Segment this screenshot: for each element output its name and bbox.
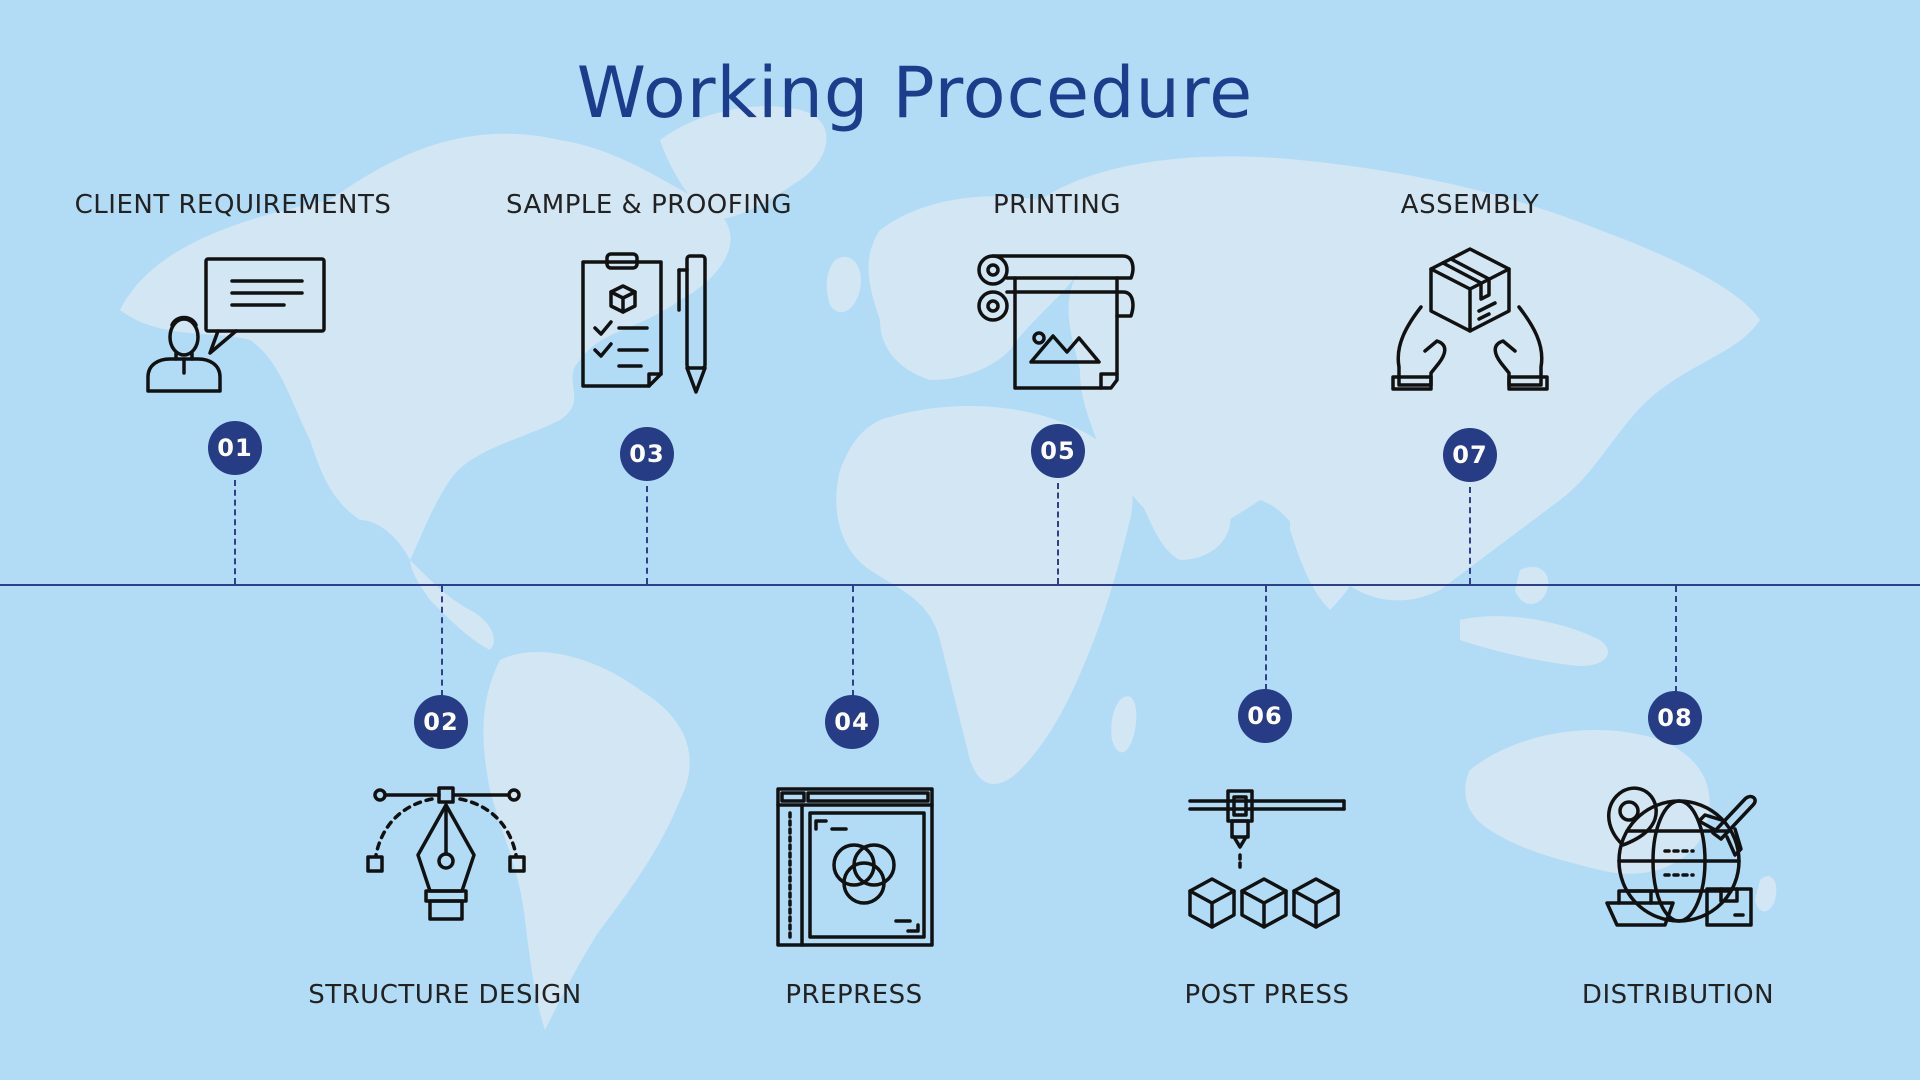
- step-number-badge: 06: [1238, 689, 1292, 743]
- step-connector: [1469, 487, 1471, 584]
- step-number-badge: 08: [1648, 691, 1702, 745]
- step-label: STRUCTURE DESIGN: [308, 980, 582, 1010]
- dispenser-boxes-icon: [1184, 785, 1354, 935]
- step-number-badge: 04: [825, 695, 879, 749]
- globe-logistics-icon: [1595, 785, 1765, 935]
- step-number-badge: 07: [1443, 428, 1497, 482]
- step-label: PREPRESS: [785, 980, 923, 1010]
- client-chat-icon: [140, 245, 326, 395]
- step-connector: [1057, 483, 1059, 584]
- pen-tool-bezier-icon: [362, 785, 532, 935]
- printing-roller-icon: [975, 250, 1145, 400]
- step-connector: [1265, 586, 1267, 690]
- step-label: ASSEMBLY: [1400, 190, 1540, 220]
- color-proof-window-icon: [772, 785, 942, 947]
- step-number-badge: 03: [620, 427, 674, 481]
- step-number-badge: 02: [414, 695, 468, 749]
- timeline-line: [0, 584, 1920, 586]
- hands-box-icon: [1385, 245, 1555, 395]
- page-title: Working Procedure: [576, 52, 1254, 134]
- clipboard-checklist-pen-icon: [565, 250, 735, 400]
- step-number-badge: 05: [1031, 424, 1085, 478]
- step-label: CLIENT REQUIREMENTS: [74, 190, 392, 220]
- step-connector: [234, 480, 236, 584]
- step-number-badge: 01: [208, 421, 262, 475]
- step-connector: [852, 586, 854, 696]
- step-label: PRINTING: [992, 190, 1121, 220]
- step-label: DISTRIBUTION: [1581, 980, 1775, 1010]
- step-label: POST PRESS: [1184, 980, 1350, 1010]
- step-connector: [1675, 586, 1677, 692]
- step-label: SAMPLE & PROOFING: [506, 190, 792, 220]
- step-connector: [646, 486, 648, 584]
- step-connector: [441, 586, 443, 696]
